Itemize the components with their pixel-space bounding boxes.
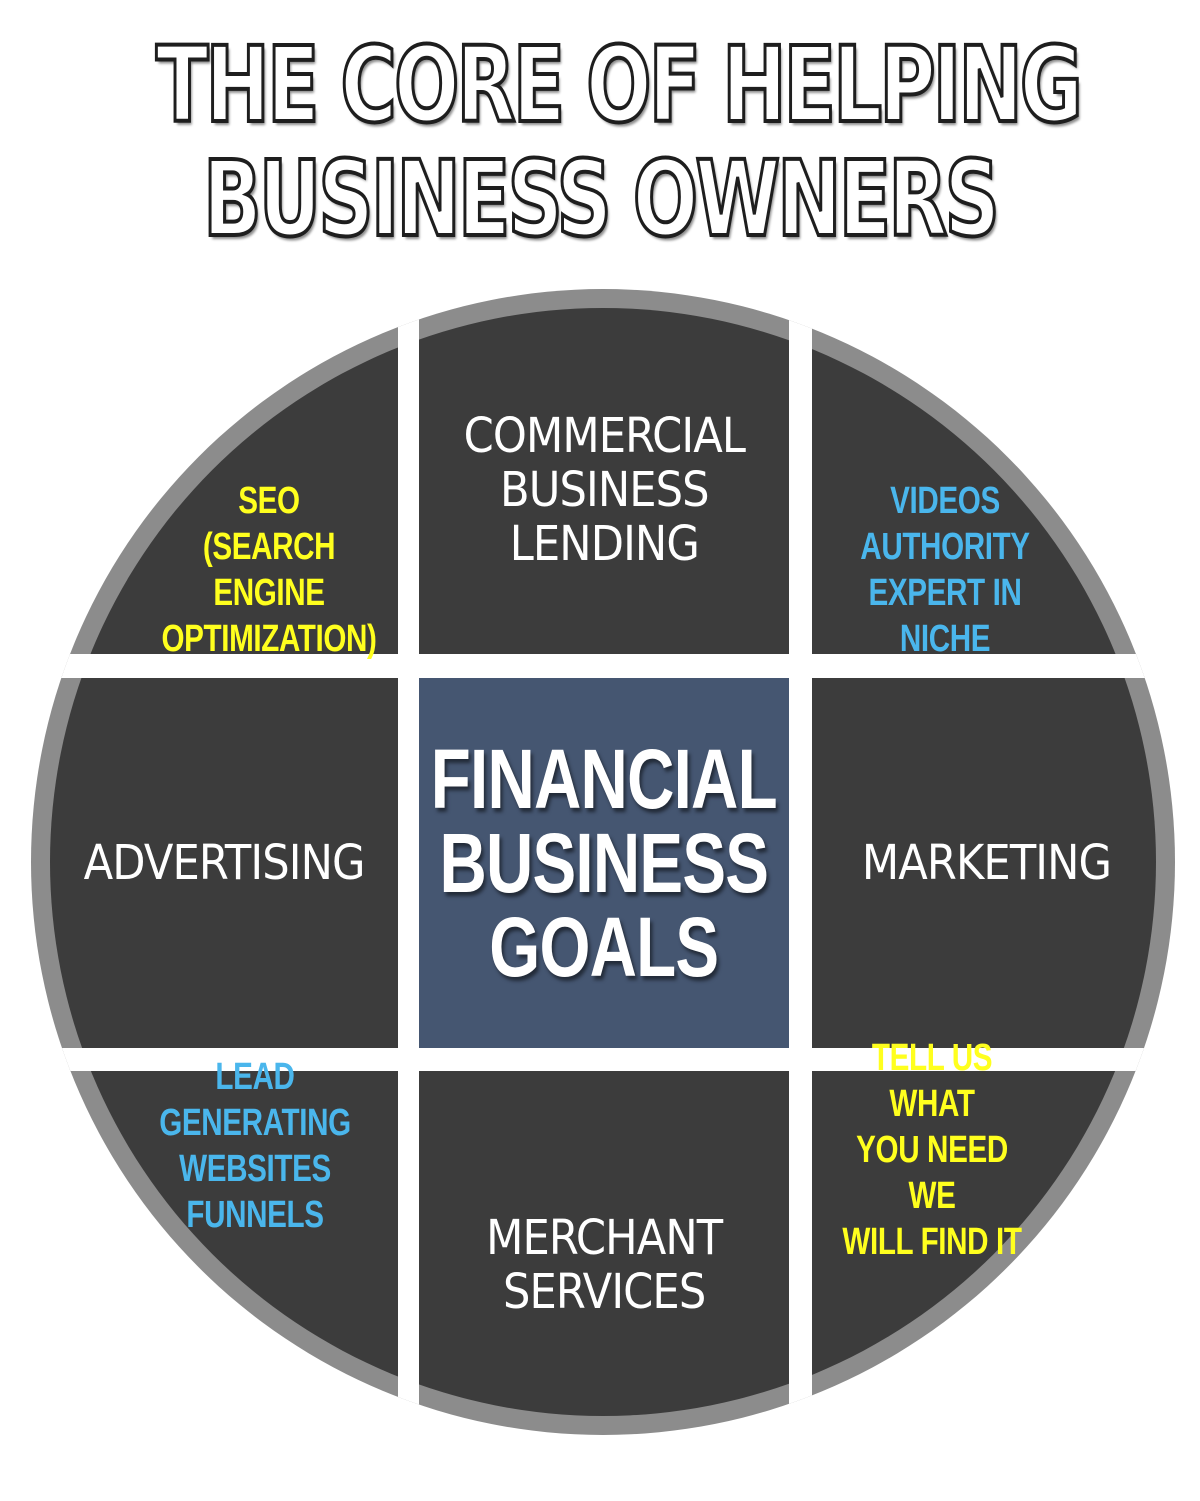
label-top-center-wrap: COMMERCIAL BUSINESS LENDING [419, 380, 789, 600]
label-top-right-wrap: VIDEOS AUTHORITY EXPERT IN NICHE [812, 480, 1078, 660]
label-bottom-right-wrap: TELL US WHAT YOU NEED WE WILL FIND IT [812, 1037, 1052, 1263]
segment-middle-right [812, 678, 1156, 1048]
segment-center [419, 678, 789, 1048]
label-advertising: ADVERTISING [83, 835, 366, 891]
gap-horizontal-top [31, 654, 1175, 678]
label-middle-right-wrap: MARKETING [812, 678, 1160, 1048]
segment-top-center [419, 308, 789, 654]
title-line-2: BUSINESS OWNERS [202, 138, 1002, 260]
label-tell-us-what: TELL US WHAT YOU NEED WE WILL FIND IT [842, 1037, 1022, 1263]
segment-bottom-center [419, 1071, 789, 1416]
gap-vertical-left [398, 289, 419, 1435]
segment-middle-left [50, 678, 398, 1048]
label-middle-left-wrap: ADVERTISING [50, 678, 398, 1048]
grid-gaps [31, 289, 1175, 1435]
label-financial-business-goals: FINANCIAL BUSINESS GOALS [431, 732, 778, 994]
label-seo: SEO (SEARCH ENGINE OPTIMIZATION) [161, 480, 377, 660]
label-marketing: MARKETING [861, 835, 1111, 891]
label-bottom-center-wrap: MERCHANT SERVICES [419, 1190, 789, 1340]
label-bottom-left-wrap: LEAD GENERATING WEBSITES FUNNELS [110, 1056, 400, 1236]
title-line-1: THE CORE OF HELPING [155, 24, 1085, 146]
label-commercial-business-lending: COMMERCIAL BUSINESS LENDING [463, 408, 745, 572]
page-title: THE CORE OF HELPING BUSINESS OWNERS [155, 24, 1085, 260]
gap-horizontal-bottom [31, 1048, 1175, 1071]
label-merchant-services: MERCHANT SERVICES [485, 1210, 723, 1320]
gap-vertical-right [789, 289, 812, 1435]
label-top-left-wrap: SEO (SEARCH ENGINE OPTIMIZATION) [130, 480, 408, 660]
label-lead-generating: LEAD GENERATING WEBSITES FUNNELS [159, 1056, 351, 1236]
label-videos-authority: VIDEOS AUTHORITY EXPERT IN NICHE [860, 480, 1030, 660]
label-center-wrap: FINANCIAL BUSINESS GOALS [419, 678, 789, 1048]
